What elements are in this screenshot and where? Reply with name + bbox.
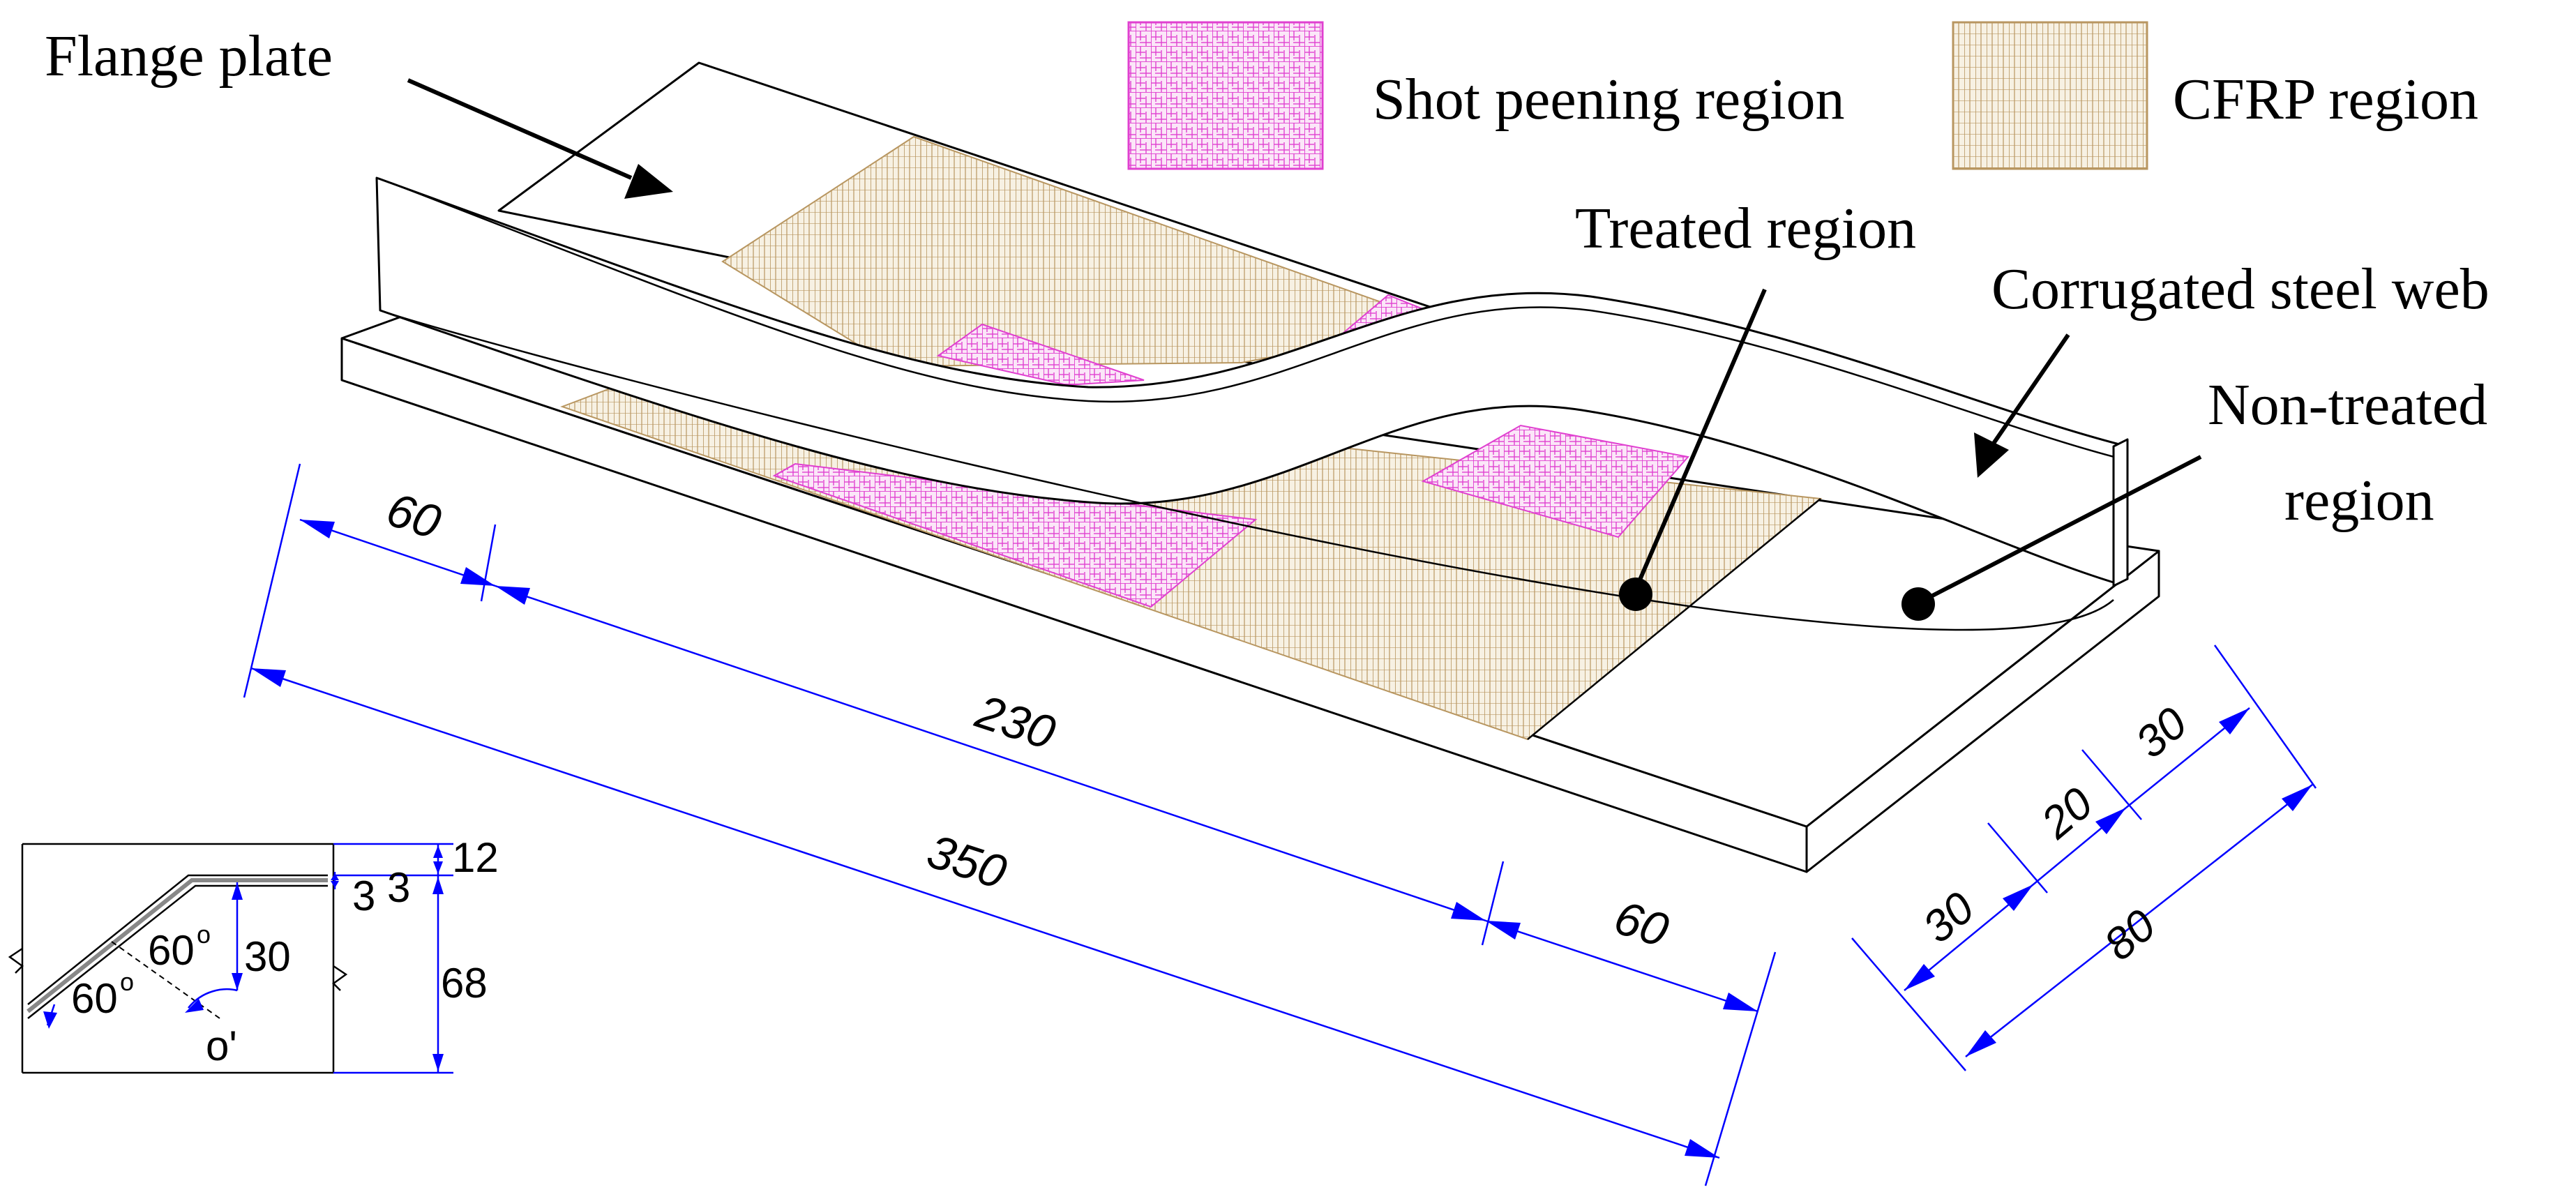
dim-label-left-60: 60 [380, 483, 447, 550]
arrow-230-b [1451, 902, 1486, 921]
arrow-width-80-b [2282, 785, 2312, 811]
label-non-treated-line2: region [2284, 468, 2434, 533]
detail-thickness-3a: 3 [352, 873, 375, 919]
arrow-right-60-a [1486, 921, 1521, 940]
leader-corrugated-steel-web [1989, 333, 2070, 448]
arrow-width-30a-a [1904, 964, 1935, 990]
detail-angle-lower-degree: o [120, 967, 134, 996]
arrow-width-30b-b [2219, 708, 2250, 734]
ext-line-left-2 [480, 524, 497, 602]
ext-line-width-4 [2213, 644, 2317, 789]
label-corrugated-steel-web: Corrugated steel web [1991, 257, 2490, 322]
dim-label-width-20: 20 [2031, 778, 2102, 849]
legend-label-shot-peening: Shot peening region [1373, 67, 1845, 132]
arrowhead-flange-plate [624, 164, 673, 199]
dim-label-width-80: 80 [2095, 900, 2165, 970]
detail-arrow-30-top [232, 882, 243, 900]
arrow-width-20-b [2095, 808, 2126, 834]
legend-swatch-shot-peening [1127, 21, 1324, 170]
detail-arrow-12-bottom [433, 861, 443, 874]
dim-line-left-60 [299, 518, 496, 587]
dim-line-350 [250, 667, 1720, 1159]
dim-line-230 [495, 585, 1486, 922]
treated-boundary-line [1527, 498, 1821, 740]
detail-web-profile-inner [27, 884, 328, 1019]
web-base-fillet [379, 309, 2114, 631]
arrow-width-80-a [1966, 1030, 1996, 1057]
ext-line-right-2 [1704, 951, 1777, 1186]
detail-height-30: 30 [244, 933, 291, 980]
ext-line-width-3 [2081, 749, 2142, 820]
detail-arrow-3-top [331, 873, 339, 880]
detail-break-right [332, 965, 348, 991]
lower-shot-peening-2 [1421, 424, 1689, 538]
detail-height-68: 68 [441, 960, 488, 1006]
detail-angle-arc [188, 988, 238, 1009]
dot-non-treated-region [1901, 587, 1935, 621]
leader-non-treated-region [1920, 455, 2202, 603]
arrow-350-b [1685, 1139, 1719, 1158]
ext-line-width-1 [1851, 937, 1966, 1071]
arrow-right-60-b [1723, 993, 1758, 1011]
detail-angle-upper-degree: o [197, 920, 211, 949]
dim-label-350: 350 [921, 824, 1013, 899]
label-treated-region: Treated region [1575, 196, 1916, 261]
leader-flange-plate [407, 78, 633, 180]
legend-swatch-cfrp [1952, 21, 2148, 170]
arrow-width-30a-b [2003, 884, 2033, 911]
web-top-edge [390, 181, 2128, 462]
dim-label-width-30b: 30 [2126, 697, 2197, 768]
dim-label-right-60: 60 [1608, 891, 1675, 958]
legend: Shot peening region CFRP region [1127, 21, 2478, 170]
dim-label-width-30a: 30 [1913, 882, 1984, 953]
dot-treated-region [1619, 578, 1652, 611]
lower-shot-peening-1 [772, 462, 1258, 608]
detail-arrow-68-bottom [432, 1054, 444, 1071]
detail-thickness-12: 12 [452, 834, 499, 881]
detail-angle-arrow [185, 999, 204, 1013]
label-flange-plate: Flange plate [45, 24, 333, 89]
arrow-230-a [495, 586, 530, 605]
ext-line-width-2 [1987, 822, 2048, 893]
detail-web-profile-outer [27, 874, 328, 1005]
leader-treated-region [1634, 288, 1767, 591]
arrow-left-60-a [300, 520, 335, 538]
upper-shot-peening-1 [936, 323, 1145, 386]
legend-label-cfrp: CFRP region [2173, 67, 2478, 132]
specimen-body [340, 61, 2160, 873]
label-non-treated-line1: Non-treated [2208, 372, 2487, 437]
arrow-left-60-b [460, 567, 495, 586]
callouts: Flange plate Treated region Corrugated s… [45, 24, 2490, 621]
dim-label-230: 230 [969, 685, 1062, 760]
ext-line-right-1 [1481, 861, 1505, 946]
web-end-cap [2112, 438, 2129, 587]
detail-arrow-12-top [433, 845, 443, 858]
detail-break-left [8, 947, 24, 974]
web-section-detail: 60 o 60 o 30 o' 12 3 3 68 [8, 834, 499, 1074]
detail-arrow-68-top [432, 877, 444, 894]
detail-arrow-3-bottom [331, 881, 339, 888]
dim-line-right-60 [1485, 919, 1758, 1013]
ext-line-left-1 [243, 463, 301, 698]
detail-angle-upper: 60 [148, 927, 195, 974]
arrow-350-a [251, 668, 286, 687]
arrowhead-corrugated-steel-web [1974, 432, 2009, 478]
dim-line-width-80 [1965, 784, 2313, 1057]
detail-angle-arrow-left [43, 1011, 57, 1029]
detail-web-profile-mid [27, 878, 328, 1013]
detail-angle-lower: 60 [71, 975, 118, 1022]
detail-origin: o' [206, 1023, 237, 1069]
detail-thickness-3b: 3 [387, 864, 410, 911]
detail-arrow-30-bottom [232, 973, 243, 990]
